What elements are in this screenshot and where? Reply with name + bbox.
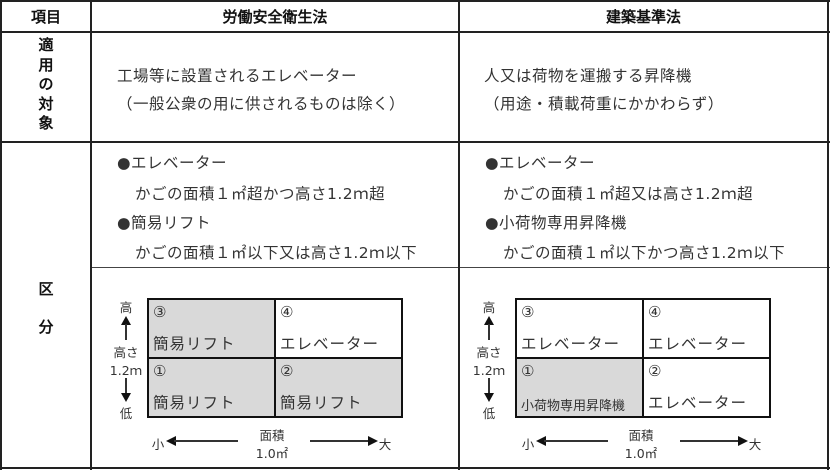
ish-x-small: 小 [151, 437, 165, 452]
scope-label: 適 用 の 対 象 [38, 36, 54, 132]
ish-y-high: 高 [119, 300, 133, 315]
table-border-header-bottom [0, 31, 830, 33]
bsl-y-label: 高さ [476, 345, 502, 360]
class-ish-simple-lift-cond: かごの面積１㎡以下又は高さ1.2ｍ以下 [135, 244, 418, 262]
bsl-cell-2: ② エレベーター [643, 358, 771, 418]
bsl-cell-3: ③ エレベーター [515, 298, 643, 358]
bsl-x-small: 小 [521, 437, 535, 452]
scope-bsl-line1: 人又は荷物を運搬する昇降機 [484, 67, 693, 85]
class-ish-elevator-heading: ●エレベーター [117, 154, 228, 172]
ish-x-threshold: 1.0㎡ [255, 446, 289, 461]
ish-x-large: 大 [378, 437, 392, 452]
bsl-arrow-right-icon [738, 436, 748, 446]
bsl-cell-4: ④ エレベーター [643, 298, 771, 358]
bsl-arrow-up-icon [484, 316, 494, 325]
bsl-arrow-down-icon [484, 393, 494, 402]
class-bsl-dumbwaiter-heading: ●小荷物専用昇降機 [485, 214, 628, 232]
ish-cell-4: ④ エレベーター [275, 298, 403, 358]
table-border-col2 [458, 0, 460, 470]
header-industrial-safety-law: 労働安全衛生法 [222, 8, 328, 26]
class-bsl-elevator-heading: ●エレベーター [485, 154, 596, 172]
classification-label: 区 分 [38, 280, 54, 336]
ish-cell-3: ③ 簡易リフト [147, 298, 275, 358]
table-border-left [0, 0, 2, 470]
ish-x-label: 面積 [259, 428, 285, 443]
bsl-x-large: 大 [748, 437, 762, 452]
ish-cell-2: ② 簡易リフト [275, 358, 403, 418]
table-border-right [827, 0, 829, 470]
bsl-x-label: 面積 [628, 428, 654, 443]
bsl-y-low: 低 [482, 406, 496, 421]
ish-y-label: 高さ [113, 345, 139, 360]
ish-y-low: 低 [119, 406, 133, 421]
table-border-scope-bottom [0, 141, 830, 143]
header-item: 項目 [30, 8, 61, 26]
table-border-bottom [0, 467, 830, 469]
header-building-standards-law: 建築基準法 [605, 8, 681, 26]
class-ish-simple-lift-heading: ●簡易リフト [117, 214, 212, 232]
scope-ish-line2: （一般公衆の用に供されるものは除く） [117, 95, 406, 113]
ish-y-threshold: 1.2ｍ [109, 363, 143, 378]
bsl-y-threshold: 1.2ｍ [472, 363, 506, 378]
scope-ish-line1: 工場等に設置されるエレベーター [117, 67, 358, 85]
ish-arrow-right-icon [368, 436, 378, 446]
bsl-arrow-left-icon [536, 436, 546, 446]
ish-arrow-up-icon [121, 316, 131, 325]
class-ish-elevator-cond: かごの面積１㎡超かつ高さ1.2ｍ超 [135, 185, 386, 203]
class-bsl-dumbwaiter-cond: かごの面積１㎡以下かつ高さ1.2ｍ以下 [503, 244, 786, 262]
scope-bsl-line2: （用途・積載荷重にかかわらず） [484, 95, 724, 113]
ish-arrow-left-icon [166, 436, 176, 446]
table-border-classification-split [91, 267, 830, 268]
bsl-x-threshold: 1.0㎡ [624, 446, 658, 461]
table-border-col1 [90, 0, 92, 470]
ish-cell-1: ① 簡易リフト [147, 358, 275, 418]
class-bsl-elevator-cond: かごの面積１㎡超又は高さ1.2ｍ超 [503, 185, 754, 203]
ish-arrow-down-icon [121, 393, 131, 402]
bsl-cell-1: ① 小荷物専用昇降機 [515, 358, 643, 418]
table-border-top [0, 0, 830, 2]
bsl-y-high: 高 [482, 300, 496, 315]
